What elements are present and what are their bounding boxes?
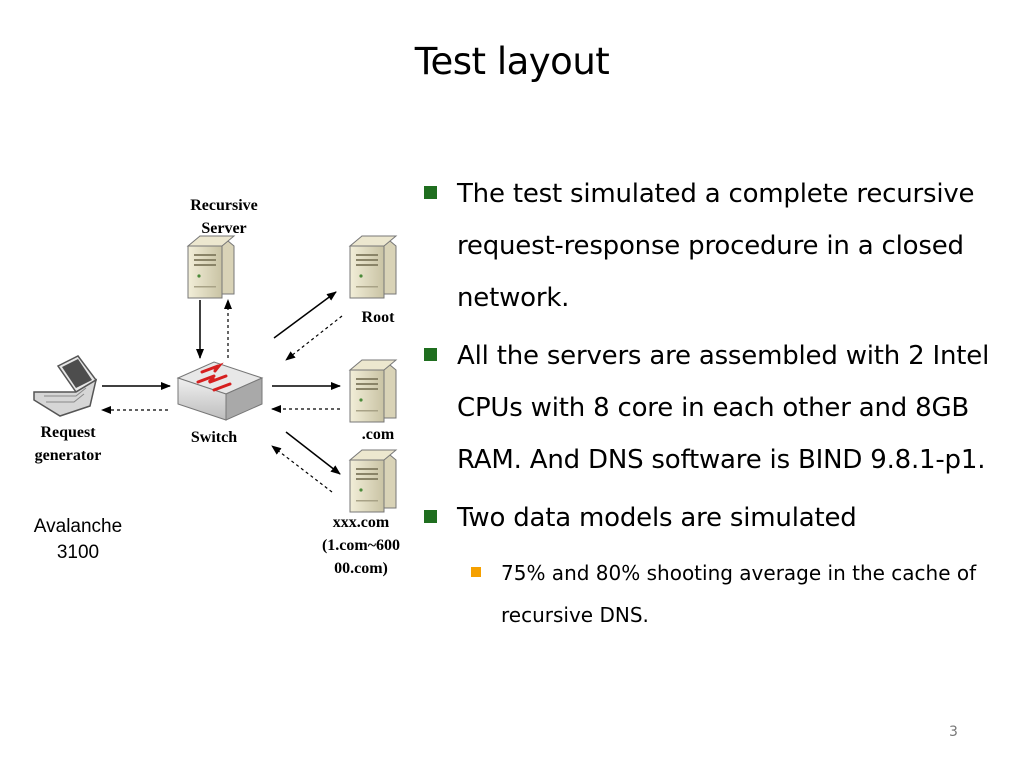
tool-label-line2: 3100 bbox=[57, 542, 99, 563]
com-server-icon bbox=[349, 359, 397, 423]
com-label: .com bbox=[362, 426, 395, 443]
recursive-server-label-line1: Recursive bbox=[190, 197, 258, 214]
arrow-switch-to-xxx bbox=[285, 431, 341, 475]
bullet-item: The test simulated a complete recursive … bbox=[420, 168, 1010, 324]
switch-label: Switch bbox=[191, 429, 237, 446]
xxx-label-line2: (1.com~600 bbox=[322, 537, 400, 554]
request-generator-label-line1: Request bbox=[40, 424, 96, 441]
recursive-server-label-line2: Server bbox=[201, 220, 246, 237]
bullet-text: All the servers are assembled with 2 Int… bbox=[457, 341, 990, 475]
bullet-text: Two data models are simulated bbox=[457, 503, 857, 533]
bullet-list: The test simulated a complete recursive … bbox=[420, 168, 1010, 636]
bullet-text: The test simulated a complete recursive … bbox=[457, 179, 975, 313]
square-bullet-icon bbox=[424, 510, 437, 523]
page-number: 3 bbox=[949, 724, 958, 740]
xxx-server-icon bbox=[349, 449, 397, 513]
xxx-label-line1: xxx.com bbox=[333, 514, 390, 531]
root-label: Root bbox=[362, 309, 396, 326]
root-server-icon bbox=[349, 235, 397, 299]
bullet-item: Two data models are simulated bbox=[420, 492, 1010, 544]
recursive-server-icon bbox=[187, 235, 235, 299]
square-bullet-icon bbox=[424, 348, 437, 361]
switch-icon bbox=[176, 361, 264, 421]
xxx-label-line3: 00.com) bbox=[334, 560, 388, 577]
square-bullet-icon bbox=[424, 186, 437, 199]
arrow-xxx-to-switch bbox=[271, 445, 333, 493]
bullet-item: All the servers are assembled with 2 Int… bbox=[420, 330, 1010, 486]
arrow-switch-to-root bbox=[273, 291, 337, 339]
sub-bullet-item: 75% and 80% shooting average in the cach… bbox=[420, 552, 1010, 636]
sub-bullet-text: 75% and 80% shooting average in the cach… bbox=[501, 561, 977, 627]
square-sub-bullet-icon bbox=[471, 567, 481, 577]
slide-title: Test layout bbox=[414, 40, 610, 83]
tool-label-line1: Avalanche bbox=[34, 516, 122, 537]
laptop-icon bbox=[33, 355, 98, 417]
request-generator-label-line2: generator bbox=[35, 447, 102, 464]
